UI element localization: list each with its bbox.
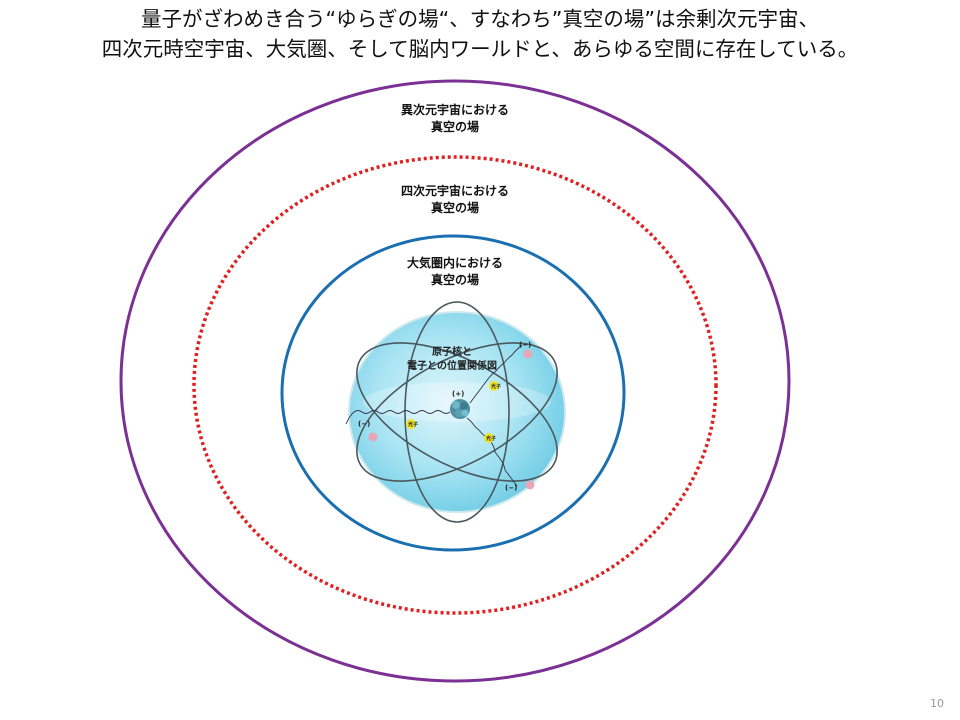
middle-ring bbox=[192, 155, 718, 615]
middle-ring-label: 四次元宇宙における 真空の場 bbox=[355, 183, 555, 217]
photon-paths bbox=[345, 344, 523, 487]
nucleus bbox=[450, 399, 470, 419]
atom-label-line-1: 原子核と bbox=[432, 345, 472, 358]
atom-label-line-2: 電子との位置関係図 bbox=[407, 359, 497, 372]
photon-markers bbox=[406, 381, 499, 443]
slide-title: 量子がざわめき合う“ゆらぎの場“、すなわち”真空の場”は余剰次元宇宙、 四次元時… bbox=[0, 4, 960, 64]
title-line-2: 四次元時空宇宙、大気圏、そして脳内ワールドと、あらゆる空間に存在している。 bbox=[101, 37, 859, 61]
inner-ring-label-line-1: 大気圏内における bbox=[406, 256, 503, 270]
page-number: 10 bbox=[930, 697, 944, 710]
title-line-1: 量子がざわめき合う“ゆらぎの場“、すなわち”真空の場”は余剰次元宇宙、 bbox=[141, 7, 819, 31]
nucleus-charge-label: (+) bbox=[452, 390, 464, 398]
electron-charge-label: (−) bbox=[358, 420, 370, 428]
inner-ring-label-line-2: 真空の場 bbox=[430, 273, 479, 287]
photon-label: 光子 bbox=[485, 435, 496, 442]
photon-label: 光子 bbox=[407, 421, 418, 428]
outer-ring-label: 異次元宇宙における 真空の場 bbox=[355, 102, 555, 136]
outer-ring-label-line-2: 真空の場 bbox=[430, 120, 479, 134]
middle-ring-label-line-1: 四次元宇宙における bbox=[400, 184, 509, 198]
electron-charge-label: (−) bbox=[505, 484, 517, 492]
outer-ring bbox=[119, 79, 791, 683]
electron-orbits bbox=[356, 301, 558, 523]
middle-ring-label-line-2: 真空の場 bbox=[430, 201, 479, 215]
electron-charge-label: (−) bbox=[519, 341, 531, 349]
outer-ring-label-line-1: 異次元宇宙における bbox=[400, 103, 509, 117]
electrons bbox=[368, 349, 535, 490]
inner-ring bbox=[280, 234, 626, 552]
atom-model: 光子 光子 光子 (+) (−) (−) (−) 原子核と 電子との位置関係図 bbox=[345, 301, 566, 523]
inner-ring-label: 大気圏内における 真空の場 bbox=[355, 255, 555, 289]
photon-label: 光子 bbox=[490, 383, 501, 390]
